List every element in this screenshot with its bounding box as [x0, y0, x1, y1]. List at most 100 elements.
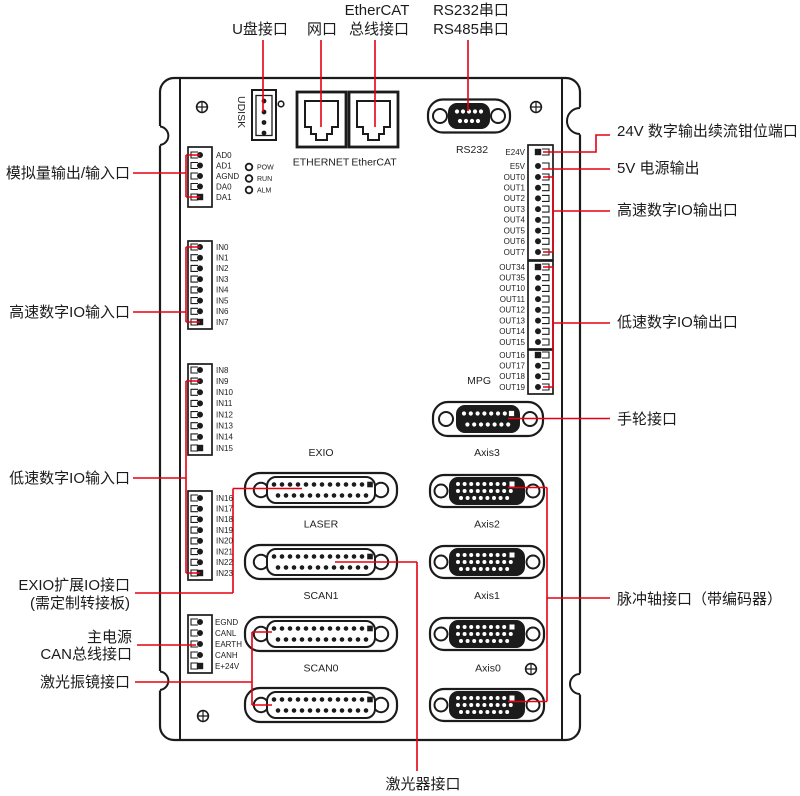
pin-label: IN4 — [216, 286, 229, 295]
label-laser-port: 激光器接口 — [385, 776, 460, 793]
hs-input-pin-block — [187, 240, 213, 330]
leader-analog — [133, 154, 200, 198]
leader-laser — [335, 561, 418, 771]
leader-galvo — [135, 631, 272, 706]
led-pow-label: POW — [257, 165, 274, 172]
exio-connector — [245, 473, 397, 507]
led-run-label: RUN — [257, 176, 272, 183]
leader-exio — [135, 487, 302, 594]
pin-label: OUT17 — [499, 362, 525, 371]
pin-label: OUT6 — [504, 237, 526, 246]
pin-label: IN8 — [216, 366, 229, 375]
pin-label: EARTH — [215, 640, 242, 649]
label-ls-input: 低速数字IO输入口 — [9, 470, 130, 487]
pin-label: DA1 — [216, 193, 232, 202]
axis1-connector — [428, 616, 546, 652]
axis3-name: Axis3 — [474, 447, 500, 459]
label-rs232-serial: RS232串口 — [433, 2, 509, 19]
pin-label: OUT10 — [499, 284, 525, 293]
pin-label: IN13 — [216, 422, 233, 431]
leader-24v-clamp — [543, 134, 610, 153]
leader-hs-input — [133, 246, 200, 323]
label-galvo: 激光振镜接口 — [40, 673, 130, 691]
pin-label: AD1 — [216, 161, 232, 170]
pin-label: AGND — [216, 172, 239, 181]
axis0-connector — [428, 687, 546, 723]
pin-label: EGND — [215, 618, 238, 627]
pin-label: IN7 — [216, 318, 229, 327]
pin-label: OUT18 — [499, 372, 525, 381]
ethernet-name: ETHERNET — [293, 157, 350, 169]
pin-label: IN21 — [216, 547, 233, 556]
leader-ls-output — [543, 266, 610, 388]
screw-icon — [524, 662, 538, 676]
scan1-connector — [245, 617, 397, 651]
exio-name: EXIO — [308, 447, 333, 459]
pin-label: CANL — [215, 629, 237, 638]
label-udisk-port: U盘接口 — [232, 20, 288, 38]
label-exio-line1: EXIO扩展IO接口 — [18, 577, 130, 594]
label-lan-port: 网口 — [307, 21, 337, 38]
led-alm-label: ALM — [257, 188, 272, 195]
pin-label: IN1 — [216, 254, 229, 263]
mpg-name: MPG — [467, 375, 491, 387]
ls-input-pin-block-b — [187, 490, 213, 581]
label-can-bus: CAN总线接口 — [40, 646, 132, 663]
pin-label: CANH — [215, 651, 238, 660]
pin-label: IN15 — [216, 444, 233, 453]
axis2-connector — [428, 544, 546, 580]
pin-label: IN16 — [216, 494, 233, 503]
pin-label: IN17 — [216, 505, 233, 514]
label-pulse-axis: 脉冲轴接口（带编码器） — [617, 591, 782, 608]
pin-label: E+24V — [215, 662, 240, 671]
hs-output-pin-block — [527, 144, 554, 261]
leader-hs-output — [543, 176, 610, 253]
leader-ls-input — [133, 380, 200, 574]
axis2-name: Axis2 — [474, 519, 500, 531]
scan1-name: SCAN1 — [303, 590, 338, 602]
pin-label: IN20 — [216, 537, 233, 546]
pin-label: IN6 — [216, 307, 229, 316]
pin-label: IN3 — [216, 275, 229, 284]
label-5v-power: 5V 电源输出 — [617, 160, 700, 177]
pin-label: OUT4 — [504, 216, 526, 225]
pin-label: OUT2 — [504, 194, 526, 203]
pin-label: IN22 — [216, 558, 233, 567]
pin-label: OUT3 — [504, 205, 526, 214]
analog-pin-block — [187, 146, 213, 208]
pin-label: AD0 — [216, 151, 232, 160]
pin-label: OUT14 — [499, 327, 525, 336]
mounting-notches — [157, 107, 583, 695]
pin-label: IN10 — [216, 388, 233, 397]
axis3-connector — [428, 473, 546, 509]
screw-icon — [529, 100, 543, 114]
pin-label: IN11 — [216, 399, 233, 408]
label-ethercat-line2: 总线接口 — [349, 21, 409, 38]
pin-label: IN9 — [216, 377, 229, 386]
pin-label: OUT1 — [504, 184, 526, 193]
screw-icon — [196, 709, 210, 723]
pin-label: DA0 — [216, 182, 232, 191]
pin-label: OUT11 — [500, 295, 526, 304]
screw-icon — [195, 100, 209, 114]
pin-label: OUT34 — [499, 263, 525, 272]
udisk-name: UDISK — [235, 96, 247, 128]
rs232-name: RS232 — [456, 144, 488, 156]
pin-label: IN19 — [216, 526, 233, 535]
pin-label: OUT5 — [504, 226, 526, 235]
ls-input-pin-block-a — [187, 363, 213, 456]
pin-label: IN5 — [216, 296, 229, 305]
label-24v-clamp: 24V 数字输出续流钳位端口 — [617, 123, 798, 140]
label-main-power: 主电源 — [87, 629, 132, 646]
pin-label: IN14 — [216, 433, 233, 442]
axis0-name: Axis0 — [475, 663, 501, 675]
label-handwheel: 手轮接口 — [617, 411, 677, 428]
pin-label: IN0 — [216, 243, 229, 252]
label-ls-output: 低速数字IO输出口 — [617, 314, 738, 331]
label-hs-output: 高速数字IO输出口 — [617, 202, 738, 219]
ethercat-name: EtherCAT — [351, 157, 397, 169]
pin-label: IN18 — [216, 515, 233, 524]
pin-label: OUT35 — [499, 274, 525, 283]
